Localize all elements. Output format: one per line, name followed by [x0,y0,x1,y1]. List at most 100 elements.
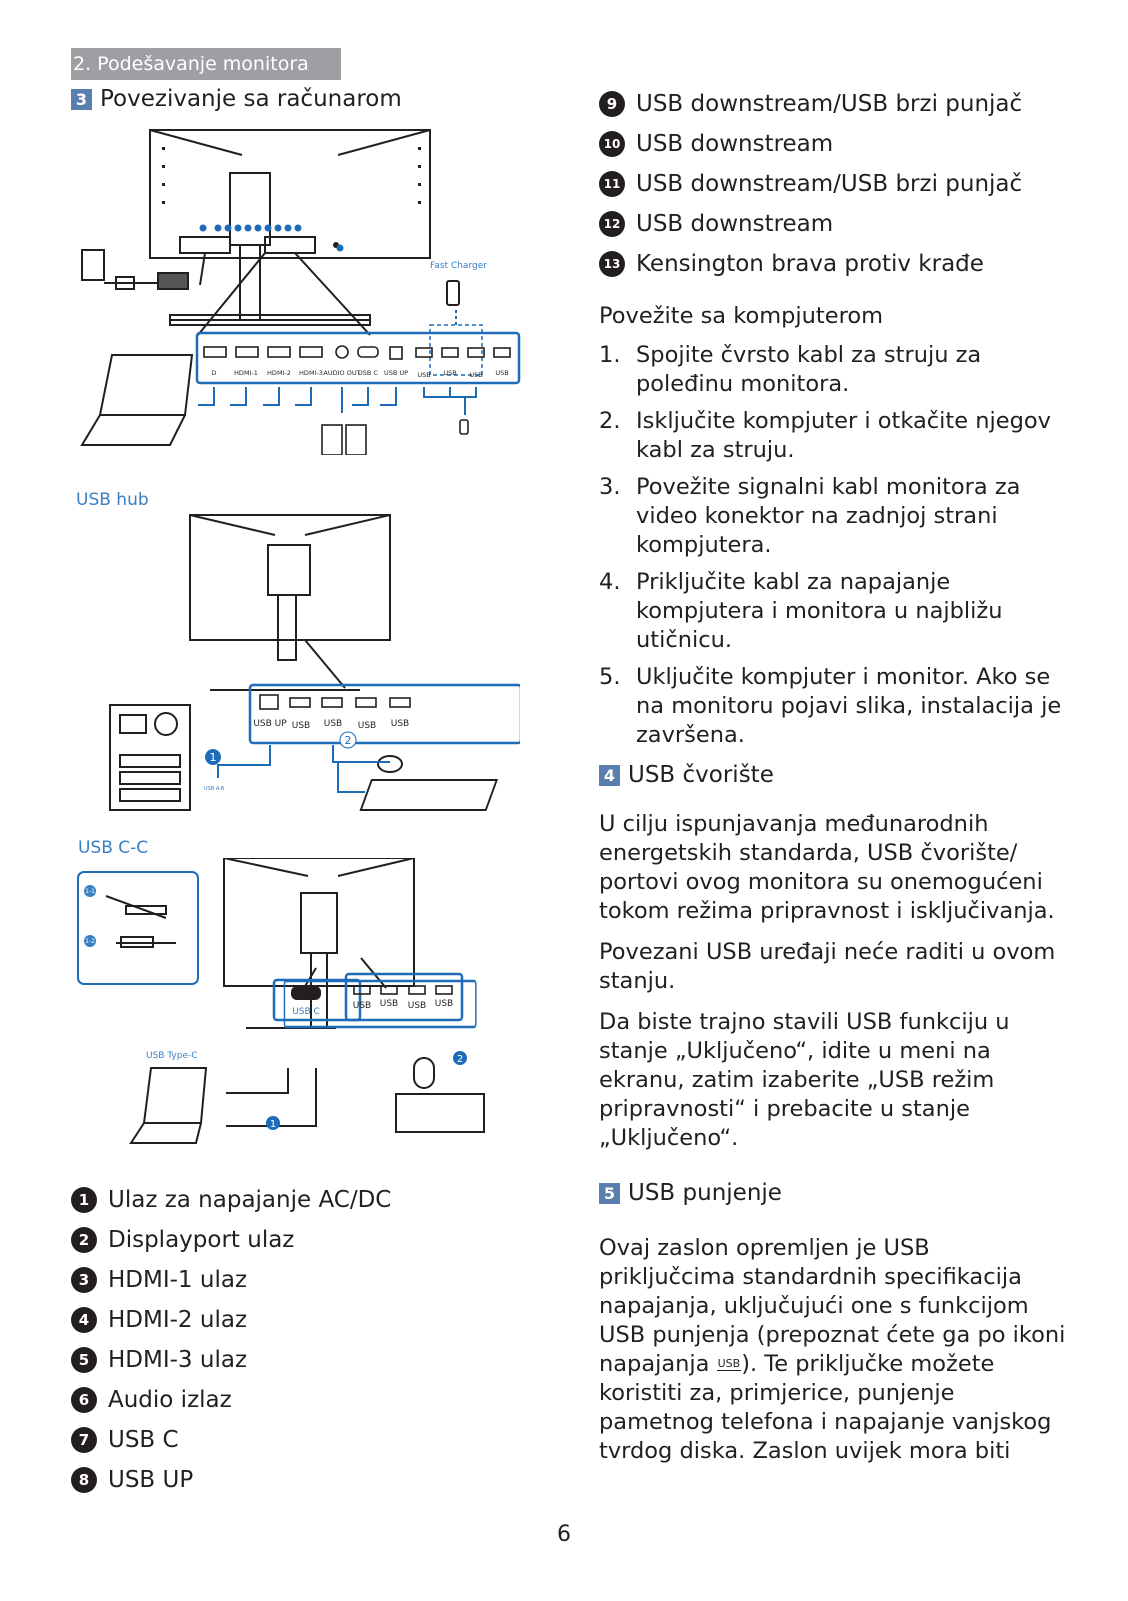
usb-hub-label: USB hub [76,490,149,510]
step-number: 3. [599,474,621,500]
callout-1: 1 [210,751,217,764]
legend-text: Displayport ulaz [108,1227,295,1253]
step-item: 5.Uključite kompjuter i monitor. Ako se … [599,663,1069,750]
step-number: 5. [599,664,621,690]
legend-number: 4 [71,1307,97,1333]
side-label: 1-1 [85,888,95,895]
legend-number: 9 [599,91,625,117]
hub-port-label: USB [391,719,409,729]
step-item: 1.Spojite čvrsto kabl za struju za poleđ… [599,341,1069,399]
legend-text: Audio izlaz [108,1387,232,1413]
usb-cc-label: USB C-C [78,838,149,858]
section-4-title: 4 USB čvorište [599,762,774,788]
legend-number: 10 [599,131,625,157]
connect-instructions: Povežite sa kompjuterom 1.Spojite čvrsto… [599,302,1069,758]
legend-text: USB C [108,1427,179,1453]
section-3-title: 3 Povezivanje sa računarom [71,86,402,112]
section-number: 3 [71,88,92,110]
step-text: Priključite kabl za napajanje kompjutera… [636,569,1003,653]
legend-number: 1 [71,1187,97,1213]
legend-text: USB downstream [636,211,834,237]
legend-text: USB downstream/USB brzi punjač [636,171,1023,197]
cc-port-label: USB C [292,1007,320,1017]
step-item: 3. Povežite signalni kabl monitora za vid… [599,473,1069,560]
page-number: 6 [557,1522,571,1547]
legend-item: 8 USB UP [71,1460,491,1500]
port-label: USB [469,371,482,379]
legend-text: Ulaz za napajanje AC/DC [108,1187,392,1213]
section-title-text: USB punjenje [628,1180,782,1206]
step-number: 4. [599,569,621,595]
connect-steps: 1.Spojite čvrsto kabl za struju za poleđ… [599,341,1069,750]
port-label: HDMI-1 [234,369,258,377]
type-c-label: USB Type-C [146,1051,198,1061]
usb-cc-diagram: USB C USB USB USB USB USB Type-C 1-1 1-2… [77,858,485,1144]
cc-port-label: USB [408,1001,426,1011]
usb-charging-text: Ovaj zaslon opremljen je USB priključcim… [599,1234,1069,1466]
legend-item: 11 USB downstream/USB brzi punjač [599,164,1079,204]
legend-text: HDMI-3 ulaz [108,1347,248,1373]
legend-item: 4 HDMI-2 ulaz [71,1300,491,1340]
section-number: 5 [599,1182,620,1204]
paragraph: Ovaj zaslon opremljen je USB priključcim… [599,1234,1069,1466]
hub-port-label: USB UP [253,719,287,729]
hub-port-label: USB [324,719,342,729]
legend-item: 1 Ulaz za napajanje AC/DC [71,1180,491,1220]
paragraph: Da biste trajno stavili USB funkciju u s… [599,1009,1010,1151]
cc-port-label: USB [435,999,453,1009]
usb-charge-icon: USB [716,1357,742,1371]
fast-charger-label: Fast Charger [430,261,487,271]
legend-item: 7 USB C [71,1420,491,1460]
hub-port-label: USB [358,721,376,731]
port-label: AUDIO OUT [323,369,360,377]
usb-hub-diagram: USB UP USB USB USB USB 1 2 USB A-B [109,514,520,811]
cc-port-label: USB [353,1001,371,1011]
legend-number: 7 [71,1427,97,1453]
legend-item: 10 USB downstream [599,124,1079,164]
main-connection-diagram: Fast Charger D HDMI-1 HDMI-2 HDMI-3 AUDI… [80,129,521,455]
step-item: 2. Isključite kompjuter i otkačite njegov… [599,407,1069,465]
hub-port-label: USB [292,721,310,731]
legend-number: 11 [599,171,625,197]
legend-item: 2 Displayport ulaz [71,1220,491,1260]
cc-port-label: USB [380,999,398,1009]
paragraph-end: ). Te priključke možete koristiti za, pr… [599,1351,1052,1464]
step-text: Spojite čvrsto kabl za struju za poleđin… [636,342,982,397]
legend-text: USB downstream [636,131,834,157]
usb-hub-text: U cilju ispunjavanja međunarodnih energe… [599,810,1069,1153]
legend-number: 2 [71,1227,97,1253]
cc-callout-2: 2 [457,1054,463,1065]
port-label: HDMI-3 [299,369,323,377]
section-title-text: USB čvorište [628,762,774,788]
legend-number: 8 [71,1467,97,1493]
legend-item: 13 Kensington brava protiv krađe [599,244,1079,284]
section-number: 4 [599,764,620,786]
legend-text: HDMI-2 ulaz [108,1307,248,1333]
port-label: USB [495,369,508,377]
legend-number: 6 [71,1387,97,1413]
paragraph-start: Ovaj zaslon opremljen je USB priključcim… [599,1235,1066,1377]
port-label: USB UP [384,369,408,377]
connect-heading: Povežite sa kompjuterom [599,303,884,329]
section-header: 2. Podešavanje monitora [71,48,341,80]
legend-text: USB UP [108,1467,194,1493]
port-label: USB [417,371,430,379]
legend-number: 13 [599,251,625,277]
legend-text: Kensington brava protiv krađe [636,251,984,277]
step-item: 4. Priključite kabl za napajanje kompjute… [599,568,1069,655]
paragraph: Povezani USB uređaji neće raditi u ovom … [599,939,1056,994]
side-label: 1-2 [85,938,95,945]
port-label: D [211,369,216,377]
legend-number: 5 [71,1347,97,1373]
legend-text: HDMI-1 ulaz [108,1267,248,1293]
section-title-text: Povezivanje sa računarom [100,86,402,112]
legend-item: 5 HDMI-3 ulaz [71,1340,491,1380]
step-text: Isključite kompjuter i otkačite njegov k… [636,408,1051,463]
step-number: 2. [599,408,621,434]
port-label: USB [443,369,456,377]
step-text: Povežite signalni kabl monitora za video… [636,474,1021,558]
port-label: USB C [358,369,378,377]
